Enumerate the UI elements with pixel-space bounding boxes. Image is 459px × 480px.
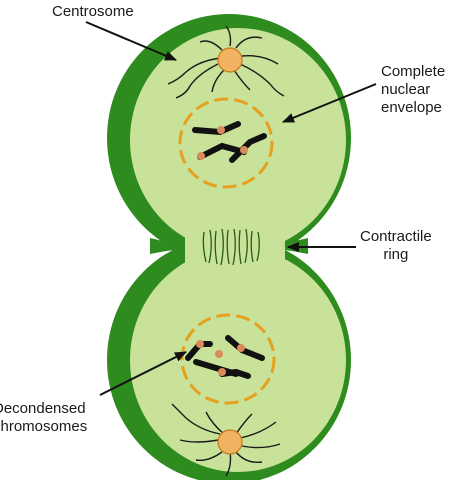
centrosome-top [167,25,285,99]
contractile-ring [202,228,260,266]
chromosomes-bottom [185,335,265,379]
arrow-centrosome [85,21,177,61]
nuclear-envelope-top [178,97,274,189]
label-arrows [85,21,377,396]
label-contractile-ring: Contractile ring [360,228,432,263]
arrow-nuclear-envelope [282,83,377,123]
label-decondensed-chromosomes: Decondensed chromosomes [0,400,88,435]
label-centrosome: Centrosome [52,3,134,20]
centrosome-bottom [171,403,281,477]
chromosomes-top [192,121,267,163]
arrow-chromosomes [99,351,187,396]
label-complete-nuclear-envelope: Complete nuclear envelope [381,63,446,116]
